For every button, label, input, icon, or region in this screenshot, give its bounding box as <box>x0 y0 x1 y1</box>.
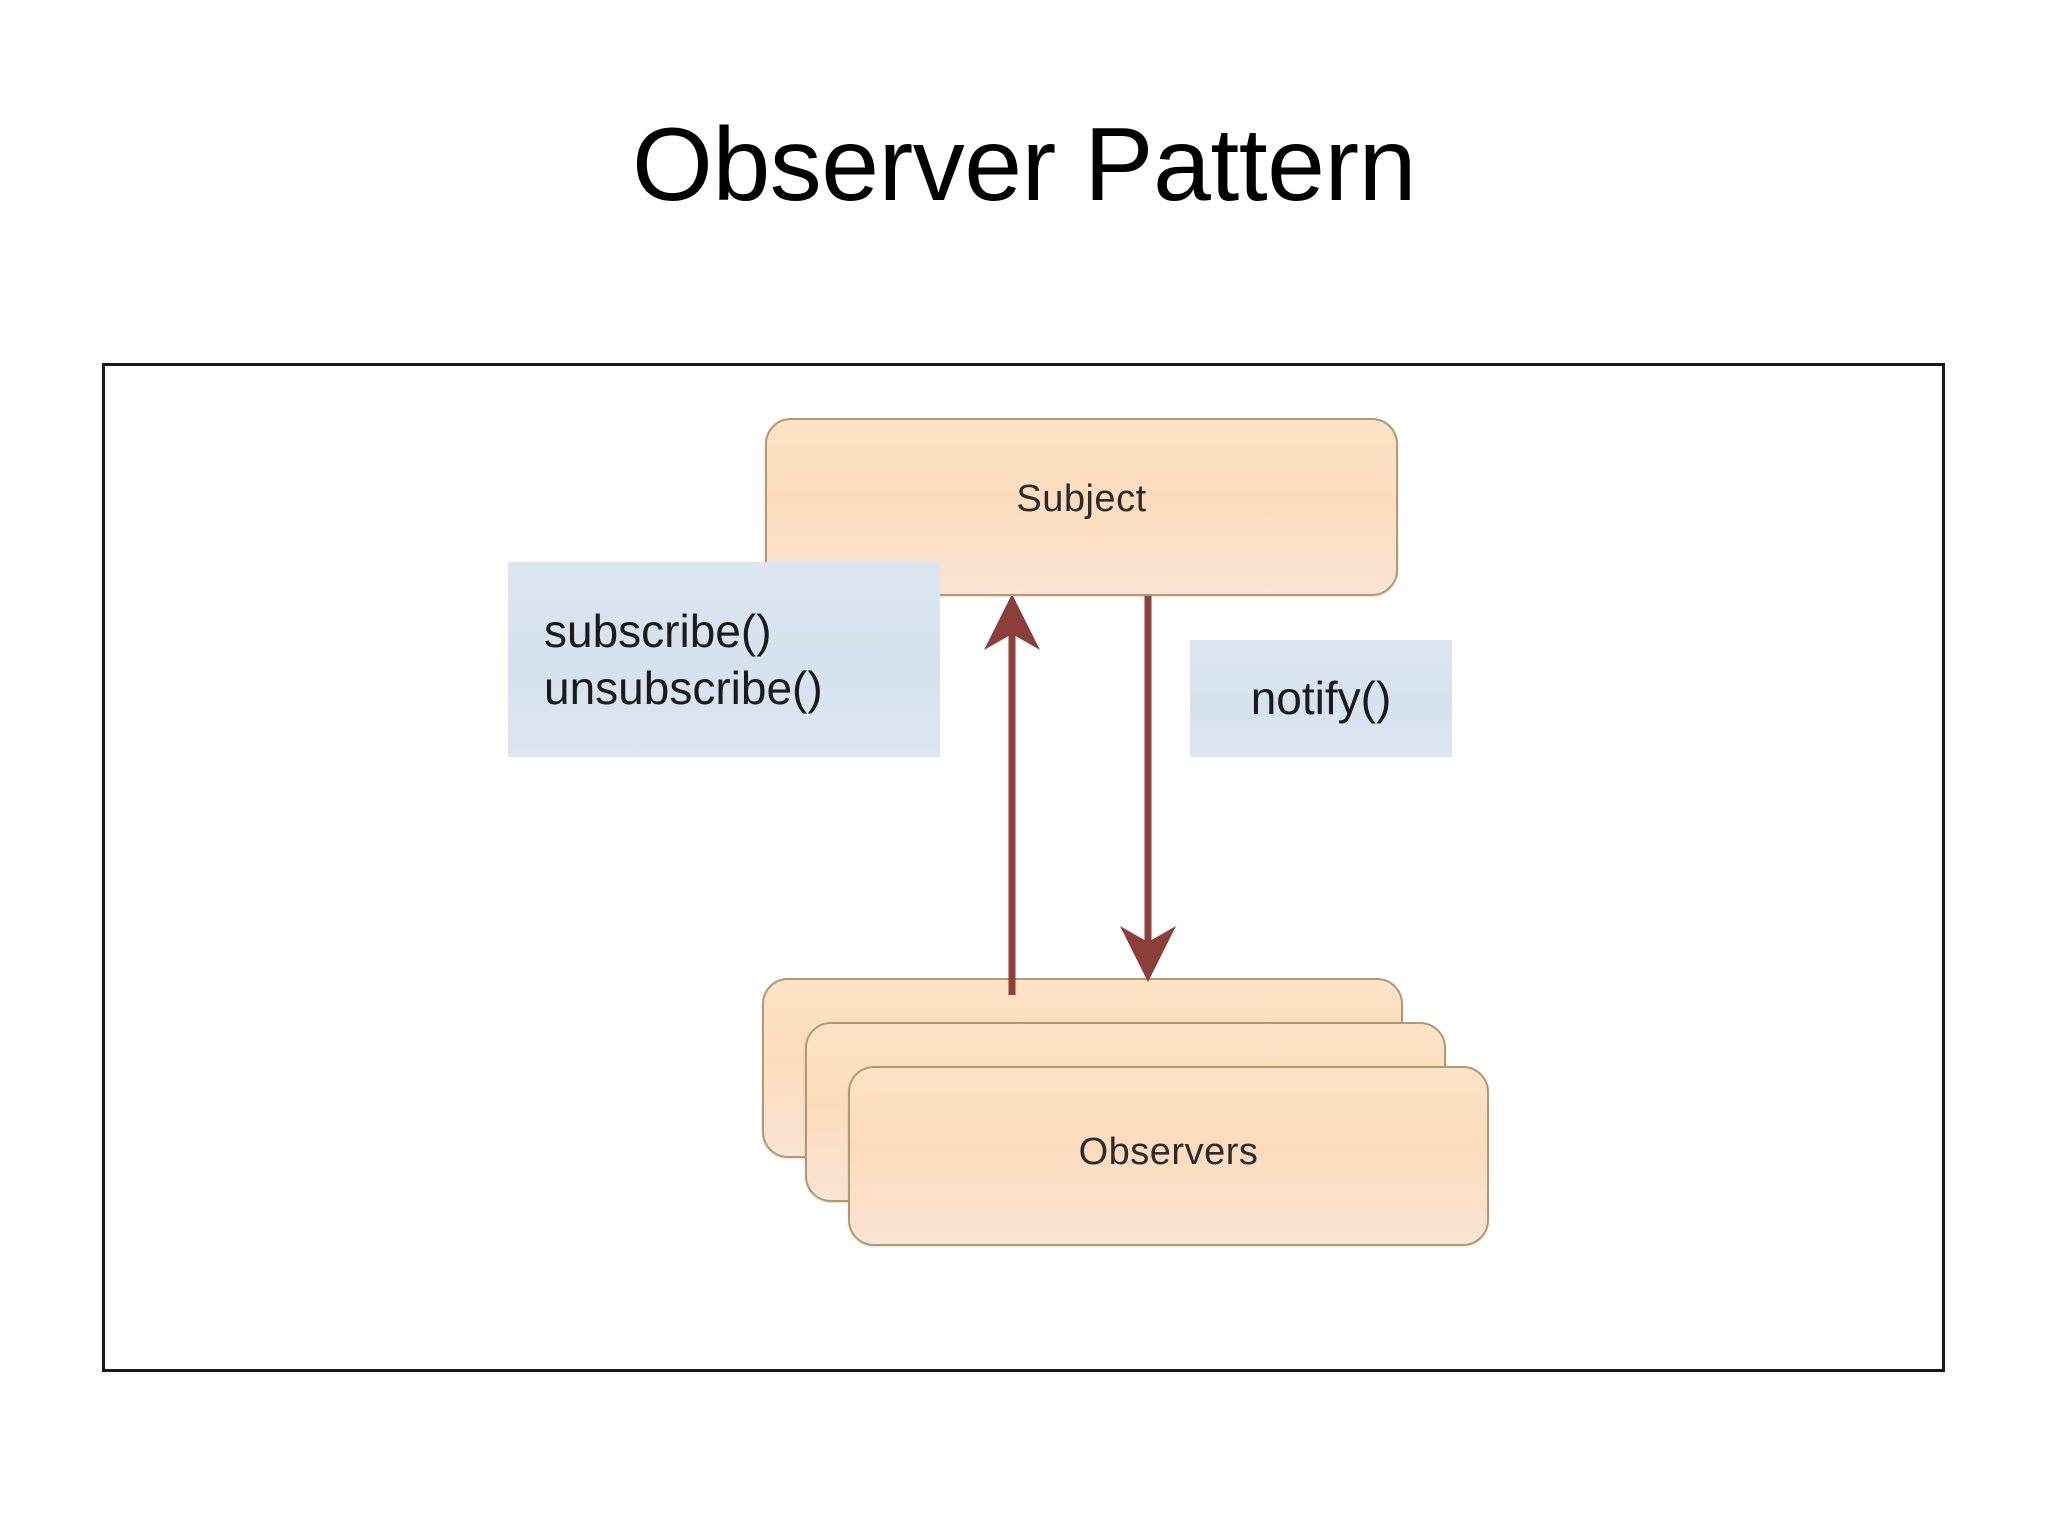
subject-label: Subject <box>1016 478 1147 520</box>
subscribe-annotation-line-1: subscribe() <box>544 605 772 658</box>
notify-annotation: notify() <box>1190 640 1452 757</box>
subscribe-annotation: subscribe() unsubscribe() <box>508 562 940 757</box>
observer-box-front[interactable]: Observers <box>848 1066 1489 1246</box>
page-title: Observer Pattern <box>632 107 1416 223</box>
subscribe-annotation-line-2: unsubscribe() <box>544 661 823 714</box>
notify-annotation-line-1: notify() <box>1250 672 1392 725</box>
observers-label: Observers <box>1078 1131 1259 1173</box>
